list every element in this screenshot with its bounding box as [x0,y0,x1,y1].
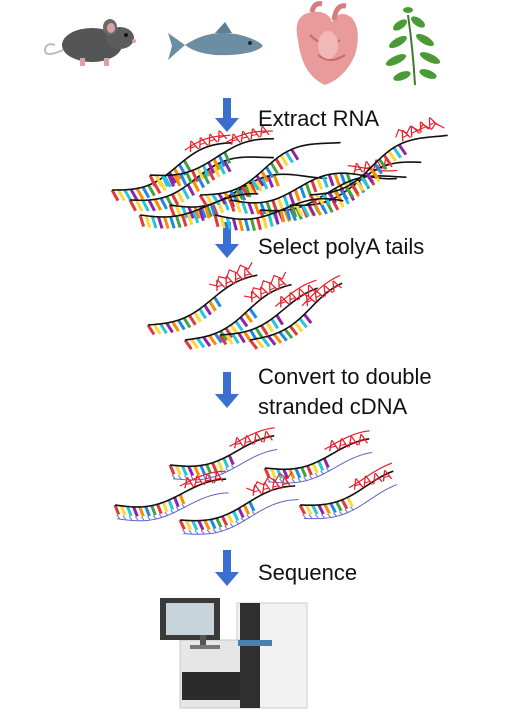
plant-icon [385,7,441,86]
step-extract-rna-label: Extract RNA [258,106,380,131]
step-select-polya-label: Select polyA tails [258,234,425,259]
polya-rna-molecule: AAAA [146,261,258,336]
polya-rna-molecule: AAAA [183,271,292,350]
polya-tail-label: AAAA [231,427,274,452]
heart-icon [296,1,358,85]
polya-tail-label: AAAA [182,469,224,493]
process-arrow-icon [215,222,239,258]
process-arrow-icon [215,98,239,132]
fish-icon [168,22,263,60]
polya-tail-label: AAAA [326,430,369,455]
step-convert-cdna-label-line1: Convert to double [258,364,432,389]
step-convert-cdna-label-line2: stranded cDNA [258,394,408,419]
mouse-icon [43,19,136,66]
rna-molecule [288,161,422,217]
rna-molecule [213,197,344,232]
cdna-molecule: AAAA [113,469,229,522]
process-arrow-icon [215,550,239,586]
rna-molecule [138,193,259,229]
rna-molecule [168,173,327,219]
sequencer-machine-icon [160,598,308,709]
polya-tail-label: AAAA [301,276,344,310]
step-sequence-label: Sequence [258,560,358,585]
polya-tail-label: AAAA [397,113,440,145]
process-arrow-icon [215,372,239,408]
polya-tail-label: AAAA [185,126,228,156]
